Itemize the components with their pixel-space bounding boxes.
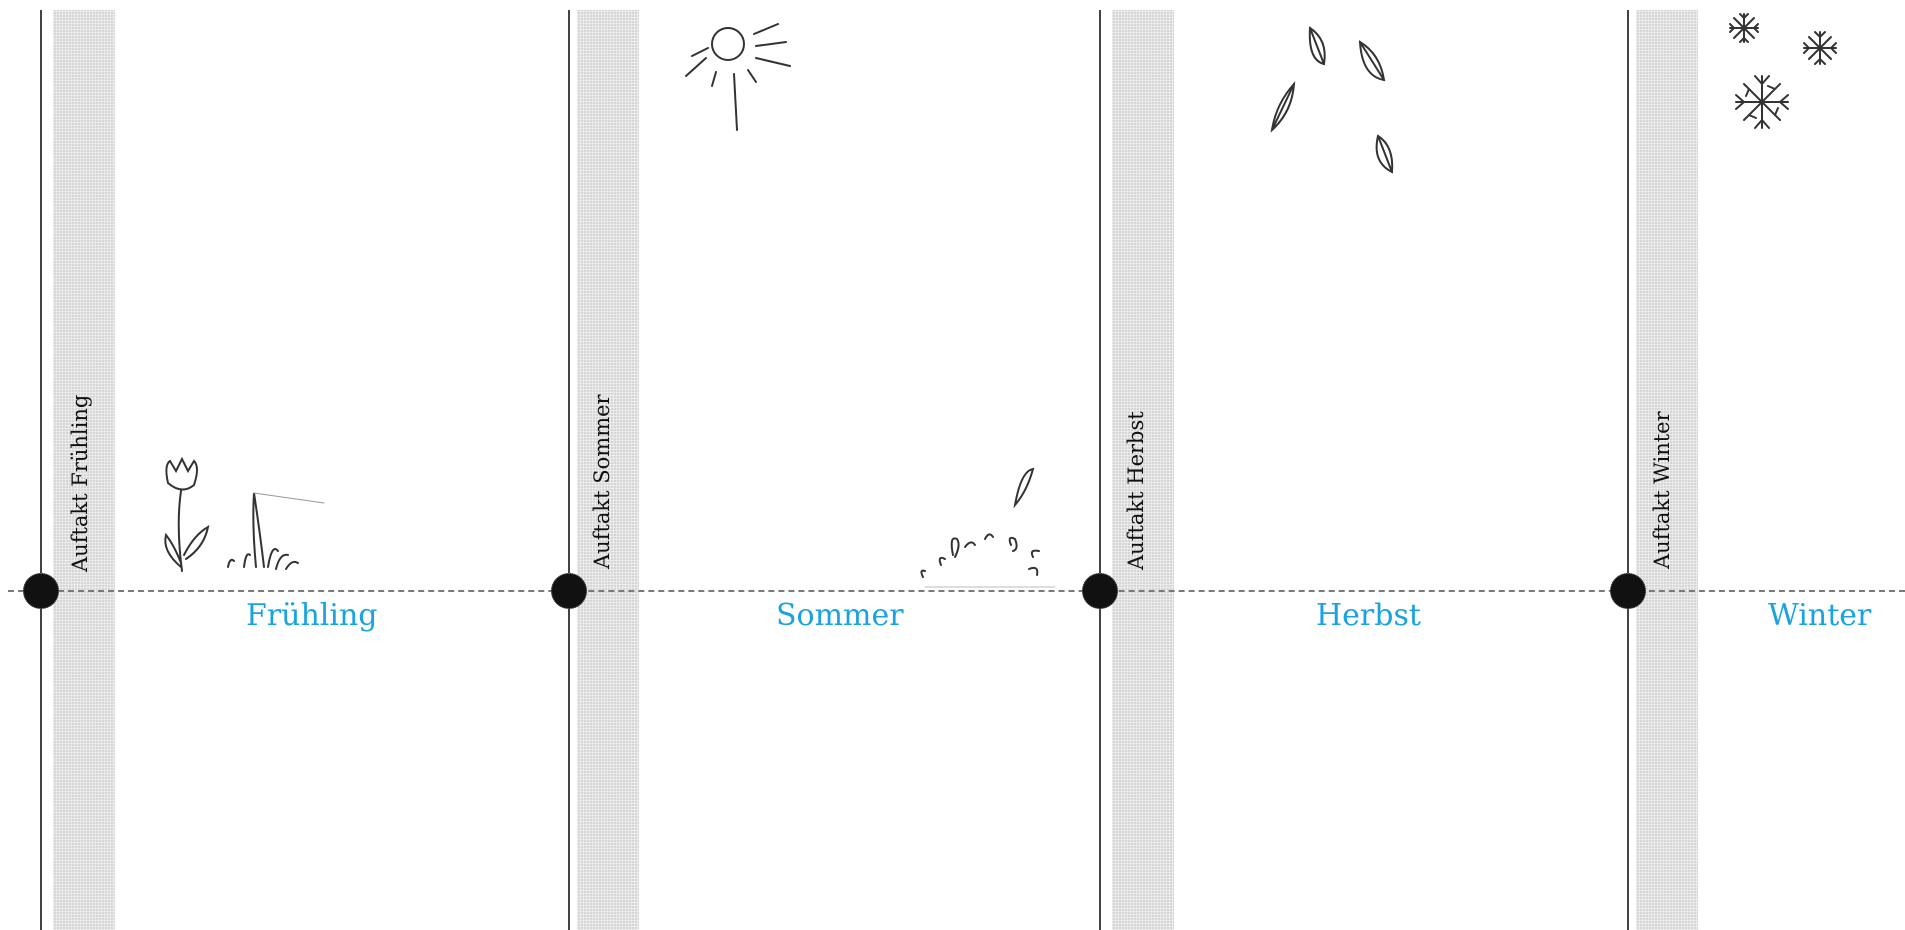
splash-icon: [920, 467, 1056, 588]
leaves-icon: [1270, 26, 1394, 174]
divider-line-herbst: [1099, 10, 1101, 930]
snowflake-icon: [1729, 13, 1837, 129]
timeline-axis: [8, 590, 1905, 592]
band-herbst: [1112, 10, 1174, 930]
divider-line-fruehling: [40, 10, 42, 930]
timeline-marker-dot: [23, 573, 59, 609]
timeline-marker-dot: [551, 573, 587, 609]
sun-icon: [685, 23, 791, 131]
timeline-marker-dot: [1082, 573, 1118, 609]
marker-label: Auftakt Herbst: [1124, 411, 1148, 570]
band-sommer: [577, 10, 639, 930]
tulip-icon: [164, 456, 325, 572]
season-label: Frühling: [246, 598, 378, 633]
band-winter: [1636, 10, 1698, 930]
timeline-marker-dot: [1610, 573, 1646, 609]
season-label: Herbst: [1316, 598, 1421, 633]
marker-label: Auftakt Winter: [1650, 411, 1674, 569]
season-label: Winter: [1768, 598, 1872, 633]
band-fruehling: [53, 10, 115, 930]
divider-line-sommer: [568, 10, 570, 930]
season-label: Sommer: [776, 598, 904, 633]
marker-label: Auftakt Frühling: [68, 394, 92, 572]
divider-line-winter: [1627, 10, 1629, 930]
marker-label: Auftakt Sommer: [590, 394, 614, 569]
